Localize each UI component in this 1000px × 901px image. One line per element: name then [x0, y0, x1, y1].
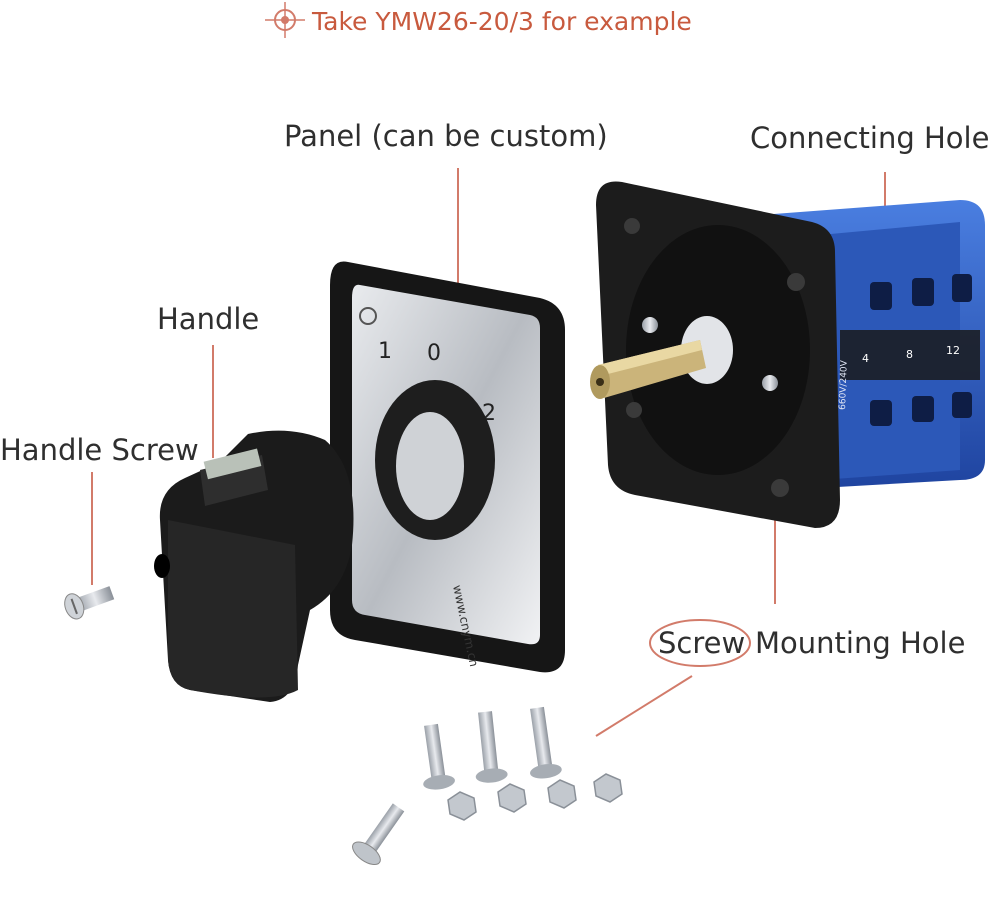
voltage-marking: 660V/240V: [838, 359, 850, 410]
label-connecting-hole: Connecting Hole: [750, 121, 990, 155]
label-handle-screw: Handle Screw: [0, 433, 199, 467]
panel-position-1: 1: [378, 339, 392, 364]
mounting-nuts: [447, 773, 623, 821]
panel-plate: 1 0 2 www.cnym.cn: [330, 261, 565, 673]
handle-screw: [64, 586, 115, 620]
label-screw: Screw: [658, 626, 746, 660]
screw-highlight-ellipse: [649, 619, 751, 667]
switch-body: 4 8 12 660V/240V: [760, 200, 985, 488]
switch-mounting-plate: [590, 181, 840, 528]
page-title: Take YMW26-20/3 for example: [312, 7, 692, 36]
label-handle: Handle: [157, 302, 260, 336]
label-panel: Panel (can be custom): [284, 119, 608, 153]
brand-logo-icon: [359, 307, 377, 325]
mounting-screws: [352, 706, 562, 866]
terminal-label-8: 8: [906, 348, 913, 361]
terminal-label-4: 4: [862, 352, 869, 365]
panel-position-0: 0: [427, 341, 441, 366]
handle-knob: [154, 430, 354, 702]
terminal-label-12: 12: [946, 344, 960, 357]
crosshair-icon: [265, 2, 305, 38]
label-mounting-hole: Mounting Hole: [755, 626, 966, 660]
